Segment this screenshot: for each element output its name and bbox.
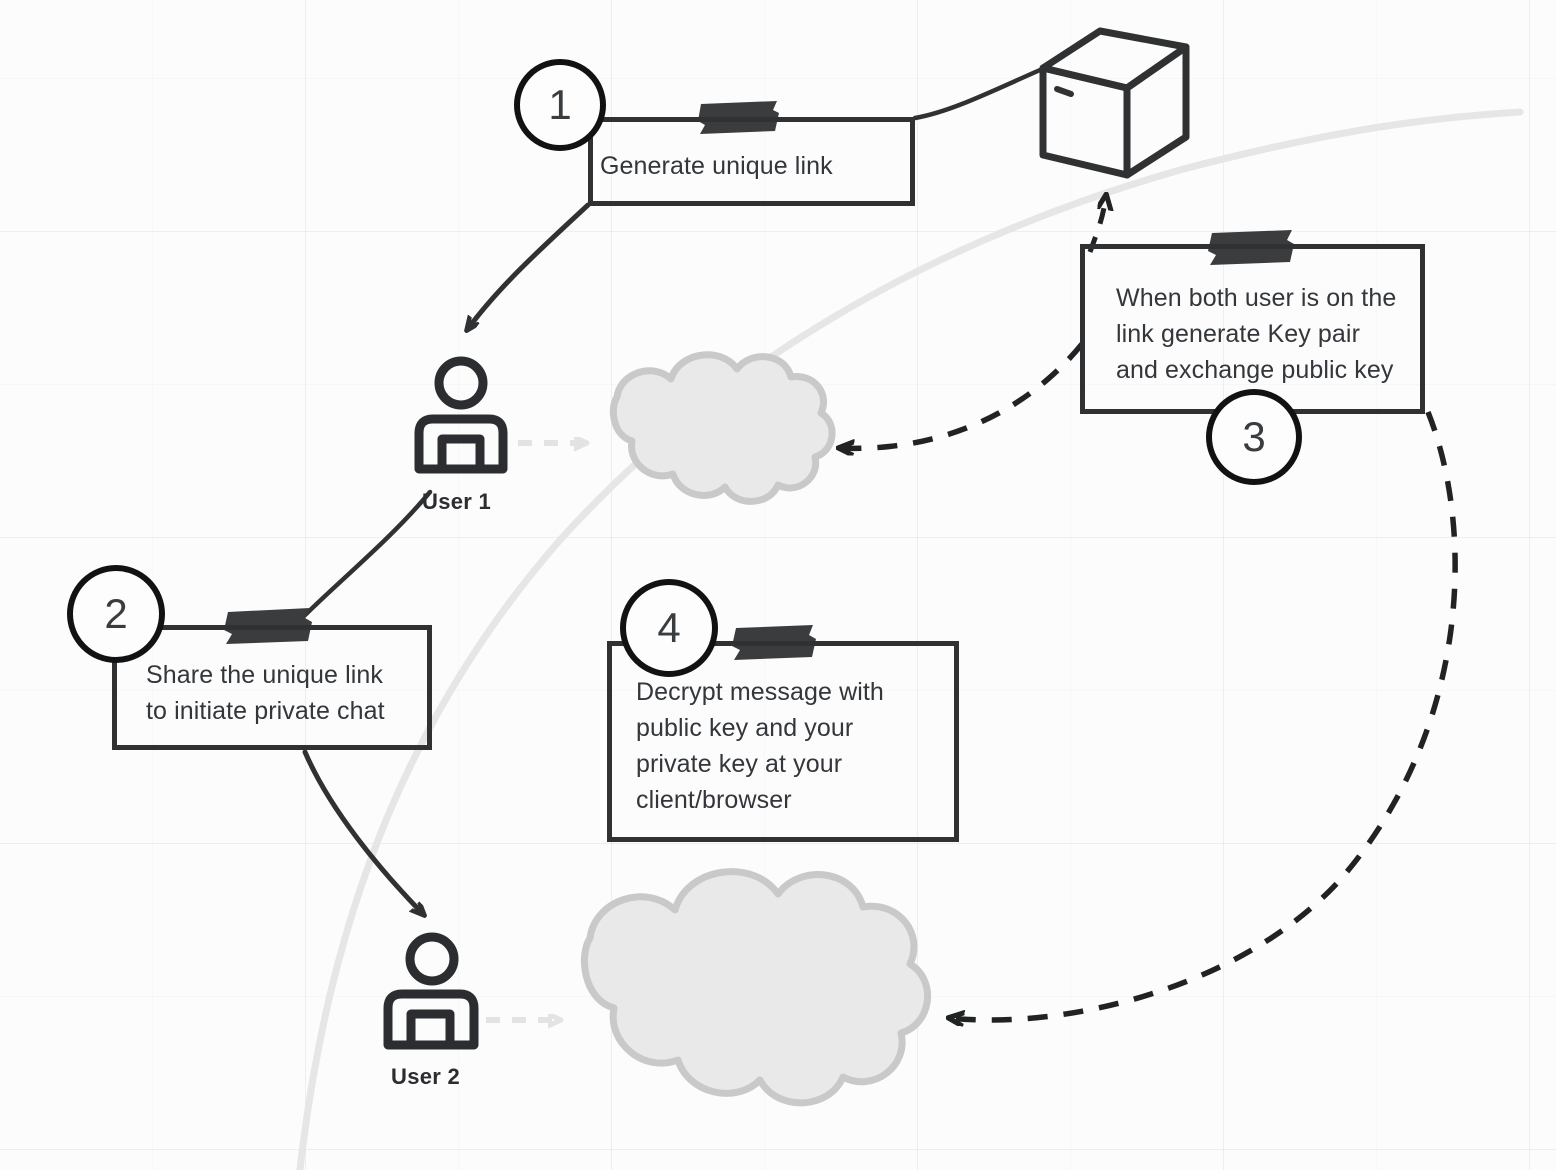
- note-box-2[interactable]: [112, 625, 432, 750]
- server-icon: [1039, 27, 1190, 179]
- note-text-2: Share the unique link to initiate privat…: [146, 661, 385, 725]
- connector-user1-to-box2: [297, 489, 433, 623]
- user-2-icon: [383, 932, 479, 1050]
- cloud-user-2: [580, 868, 932, 1107]
- user-1-label: User 1: [422, 489, 492, 514]
- connector-server-to-box1: [912, 67, 1043, 121]
- note-text-1: Generate unique link: [600, 152, 833, 180]
- cloud-user-1: [609, 351, 836, 505]
- note-text-3: When both user is on the link generate K…: [1116, 284, 1397, 384]
- user-1-icon: [414, 356, 508, 474]
- step-badge-2[interactable]: 2: [67, 565, 165, 663]
- connector-box1-to-user1: [467, 202, 591, 330]
- step-badge-3[interactable]: 3: [1206, 389, 1302, 485]
- user-2-label: User 2: [391, 1064, 461, 1089]
- step-badge-1[interactable]: 1: [514, 59, 606, 151]
- note-box-4[interactable]: [607, 641, 959, 842]
- step-badge-4[interactable]: 4: [620, 579, 718, 677]
- connector-box2-to-user2: [302, 749, 424, 915]
- note-text-4: Decrypt message with public key and your…: [636, 678, 884, 814]
- connector-box3-to-cloud-user-1: [840, 342, 1085, 448]
- connector-box3-to-cloud-user-2: [950, 410, 1458, 1020]
- note-box-1[interactable]: [588, 117, 915, 206]
